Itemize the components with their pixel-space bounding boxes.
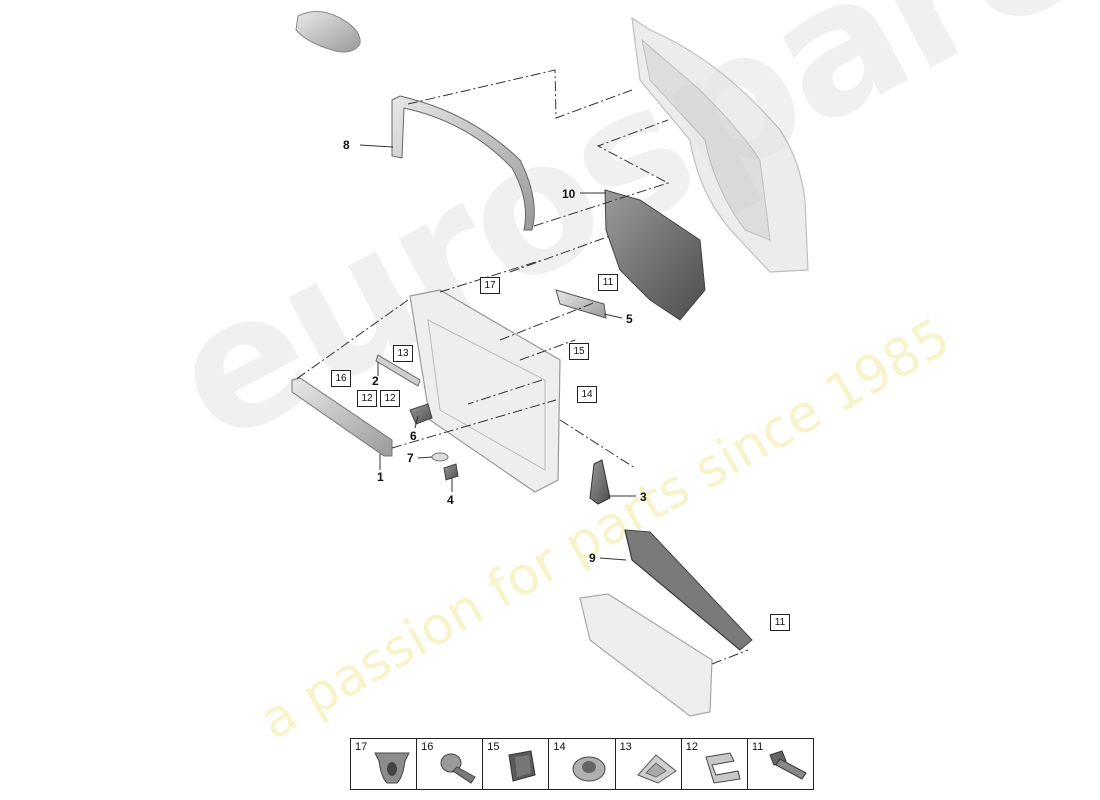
callout-4: 4	[447, 493, 454, 507]
door-handle	[375, 354, 421, 387]
lower-door-trim	[579, 593, 713, 717]
legend-number: 14	[553, 741, 566, 753]
boxed-callout-16: 16	[331, 370, 351, 387]
fastener-legend: 17 16 15 14	[350, 738, 814, 790]
clip-icon	[508, 750, 536, 782]
door-module-carrier	[604, 189, 706, 321]
cap-part-7	[431, 452, 449, 462]
legend-cell-14: 14	[549, 739, 616, 789]
legend-number: 12	[685, 741, 698, 753]
legend-cell-16: 16	[417, 739, 484, 789]
spring-nut-icon	[572, 756, 606, 782]
boxed-callout-12b: 12	[380, 390, 400, 407]
callout-8: 8	[343, 138, 350, 152]
callout-6: 6	[410, 429, 417, 443]
clip-part-6	[409, 403, 433, 425]
boxed-callout-17: 17	[480, 277, 500, 294]
rivet-icon	[440, 753, 476, 784]
callout-7: 7	[407, 451, 414, 465]
callout-9: 9	[589, 551, 596, 565]
boxed-callout-11b: 11	[770, 614, 790, 631]
bracket	[555, 289, 607, 319]
clip-part-4	[443, 463, 459, 481]
grommet-icon	[374, 752, 410, 784]
leader-lines	[359, 144, 636, 561]
callout-2: 2	[372, 374, 379, 388]
boxed-callout-13: 13	[393, 345, 413, 362]
spring-clip-icon	[705, 752, 741, 784]
legend-number: 11	[751, 741, 764, 753]
door-shell	[631, 16, 809, 273]
boxed-callout-12: 12	[357, 390, 377, 407]
boxed-callout-11: 11	[598, 274, 618, 291]
legend-cell-15: 15	[483, 739, 550, 789]
callout-10: 10	[562, 187, 576, 201]
retainer-clip-icon	[636, 754, 677, 784]
legend-number: 15	[487, 741, 500, 753]
speaker-cover	[589, 459, 611, 505]
legend-number: 16	[421, 741, 434, 753]
bolt-icon	[769, 750, 807, 780]
legend-number: 13	[619, 741, 632, 753]
callout-5: 5	[626, 312, 633, 326]
door-trim-panel	[409, 289, 561, 493]
car-silhouette-icon	[295, 11, 361, 53]
legend-cell-13: 13	[616, 739, 682, 789]
legend-cell-11: 11	[748, 739, 813, 789]
assembly-guide-lines	[294, 69, 749, 665]
boxed-callout-14: 14	[577, 386, 597, 403]
window-seal	[391, 95, 535, 231]
callout-1: 1	[377, 470, 384, 484]
boxed-callout-15: 15	[569, 343, 589, 360]
legend-cell-12: 12	[682, 739, 748, 789]
armrest	[291, 377, 393, 457]
callout-3: 3	[640, 490, 647, 504]
legend-number: 17	[355, 741, 368, 753]
legend-cell-17: 17	[351, 739, 418, 789]
